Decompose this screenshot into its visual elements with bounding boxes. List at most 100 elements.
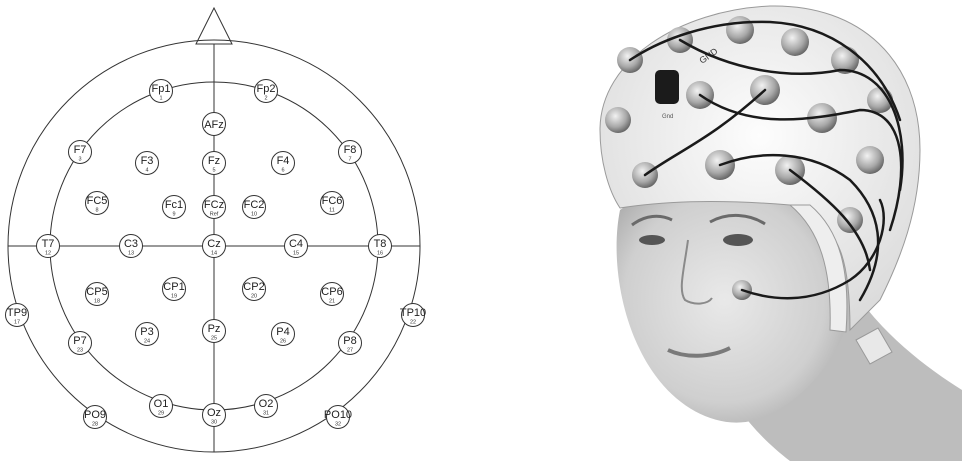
- electrode-label: CP1: [163, 281, 184, 293]
- electrode-label: Fz: [208, 155, 220, 167]
- cap-electrode: [837, 207, 863, 233]
- electrode-label: TP10: [400, 307, 426, 319]
- electrode-number: 14: [211, 251, 217, 257]
- electrode-label: F3: [141, 155, 154, 167]
- electrode-label: Pz: [208, 323, 221, 335]
- electrode-number: 29: [158, 411, 164, 417]
- electrode-number: 22: [410, 320, 416, 326]
- electrode-label: CP6: [321, 286, 342, 298]
- electrode-cp2: CP220: [243, 278, 266, 301]
- electrode-number: 10: [251, 212, 257, 218]
- electrode-tp10: TP1022: [400, 304, 426, 327]
- electrode-label: Fp1: [152, 83, 171, 95]
- electrode-number: 3: [78, 157, 81, 163]
- cap-electrode: [726, 16, 754, 44]
- electrode-cz: Cz14: [203, 235, 226, 258]
- eye-right: [723, 234, 753, 246]
- electrode-label: CP5: [86, 286, 107, 298]
- electrode-p3: P324: [136, 323, 159, 346]
- electrode-number: 6: [281, 168, 284, 174]
- nose-triangle: [196, 8, 232, 44]
- electrode-p4: P426: [272, 323, 295, 346]
- electrode-number: 24: [144, 339, 150, 345]
- electrode-label: TP9: [7, 307, 27, 319]
- electrode-label: Cz: [207, 238, 220, 250]
- electrode-tp9: TP917: [6, 304, 29, 327]
- electrode-fcz: FCzRef: [203, 196, 226, 219]
- electrode-label: P4: [276, 326, 289, 338]
- cap-electrode: [781, 28, 809, 56]
- electrode-number: 2: [264, 96, 267, 102]
- electrode-label: T7: [42, 238, 55, 250]
- electrode-number: 28: [92, 422, 98, 428]
- electrode-montage-diagram: Fp11Fp22F73F34Fz5F46F87FC58Fc19FC210FC61…: [0, 0, 430, 461]
- electrode-number: 5: [212, 168, 215, 174]
- gnd-sub-label: Gnd: [662, 114, 673, 120]
- electrode-label: P8: [343, 335, 356, 347]
- electrode-number: 21: [329, 299, 335, 305]
- electrode-number: 19: [171, 294, 177, 300]
- electrode-afz: AFz: [203, 113, 226, 136]
- electrode-fc6: FC611: [321, 192, 344, 215]
- electrode-cp5: CP518: [86, 283, 109, 306]
- electrode-number: 13: [128, 251, 134, 257]
- electrode-number: 32: [335, 422, 341, 428]
- electrode-label: PO9: [84, 409, 106, 421]
- electrode-label: Oz: [207, 407, 221, 419]
- electrode-f4: F46: [272, 152, 295, 175]
- electrode-number: 15: [293, 251, 299, 257]
- electrode-number: 18: [94, 299, 100, 305]
- electrode-number: 31: [263, 411, 269, 417]
- electrode-number: 26: [280, 339, 286, 345]
- eye-left: [639, 235, 665, 245]
- electrode-number: 1: [159, 96, 162, 102]
- electrode-number: Ref: [210, 212, 219, 218]
- electrode-number: 12: [45, 251, 51, 257]
- electrode-number: 16: [377, 251, 383, 257]
- electrode-label: AFz: [204, 119, 224, 131]
- electrode-fp1: Fp11: [150, 80, 173, 103]
- electrode-number: 7: [348, 157, 351, 163]
- electrode-number: 20: [251, 294, 257, 300]
- electrode-p8: P827: [339, 332, 362, 355]
- electrode-label: FC5: [87, 195, 108, 207]
- cap-electrode: [605, 107, 631, 133]
- electrode-f7: F73: [69, 141, 92, 164]
- electrode-fz: Fz5: [203, 152, 226, 175]
- electrode-label: O2: [259, 398, 274, 410]
- electrode-cp6: CP621: [321, 283, 344, 306]
- electrode-cp1: CP119: [163, 278, 186, 301]
- electrode-number: 30: [211, 420, 217, 426]
- electrode-oz: Oz30: [203, 404, 226, 427]
- electrode-f8: F87: [339, 141, 362, 164]
- electrode-number: 9: [172, 212, 175, 218]
- electrode-t7: T712: [37, 235, 60, 258]
- electrode-number: 17: [14, 320, 20, 326]
- electrode-label: FC6: [322, 195, 343, 207]
- electrode-number: 4: [145, 168, 148, 174]
- electrode-label: CP2: [243, 281, 264, 293]
- electrode-fc2: FC210: [243, 196, 266, 219]
- electrode-fc1: Fc19: [163, 196, 186, 219]
- electrode-o2: O231: [255, 395, 278, 418]
- electrode-label: Fp2: [257, 83, 276, 95]
- electrode-label: F4: [277, 155, 290, 167]
- electrode-c3: C313: [120, 235, 143, 258]
- electrode-label: F8: [344, 144, 357, 156]
- electrode-number: 23: [77, 348, 83, 354]
- electrode-number: 25: [211, 336, 217, 342]
- electrode-c4: C415: [285, 235, 308, 258]
- head-outline: [8, 8, 420, 452]
- electrode-label: P7: [73, 335, 86, 347]
- electrode-f3: F34: [136, 152, 159, 175]
- eeg-cap-photo: GND Gnd: [560, 0, 962, 461]
- electrode-number: 11: [329, 208, 335, 214]
- electrode-po9: PO928: [84, 406, 107, 429]
- electrode-pz: Pz25: [203, 320, 226, 343]
- electrode-number: 8: [95, 208, 98, 214]
- cap-electrode: [856, 146, 884, 174]
- electrode-label: FCz: [204, 199, 224, 211]
- electrode-label: O1: [154, 398, 169, 410]
- electrode-label: F7: [74, 144, 87, 156]
- electrode-label: C3: [124, 238, 138, 250]
